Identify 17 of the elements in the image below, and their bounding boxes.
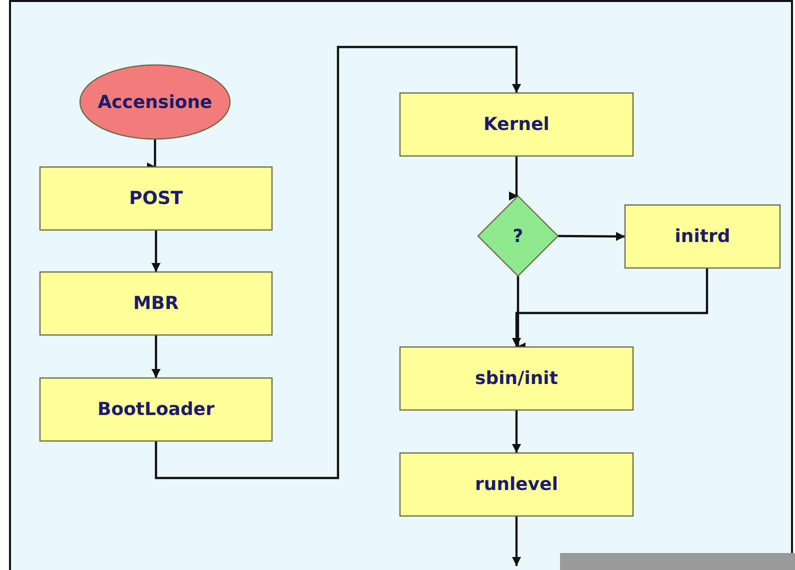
- node-label: MBR: [133, 293, 179, 314]
- arrow: [509, 156, 518, 200]
- node-label: BootLoader: [97, 399, 214, 420]
- arrow: [512, 516, 521, 566]
- arrow: [152, 335, 160, 378]
- node-label: POST: [129, 188, 183, 209]
- node-label: ?: [512, 226, 524, 246]
- node-label: runlevel: [475, 474, 558, 495]
- arrow: [512, 268, 708, 347]
- node-label: sbin/init: [475, 368, 558, 389]
- arrow: [558, 232, 625, 241]
- node-label: Kernel: [484, 114, 550, 135]
- node-label: initrd: [674, 226, 730, 247]
- node-label: Accensione: [98, 92, 212, 112]
- arrow: [152, 230, 160, 272]
- arrow: [154, 46, 521, 480]
- arrow: [512, 410, 521, 453]
